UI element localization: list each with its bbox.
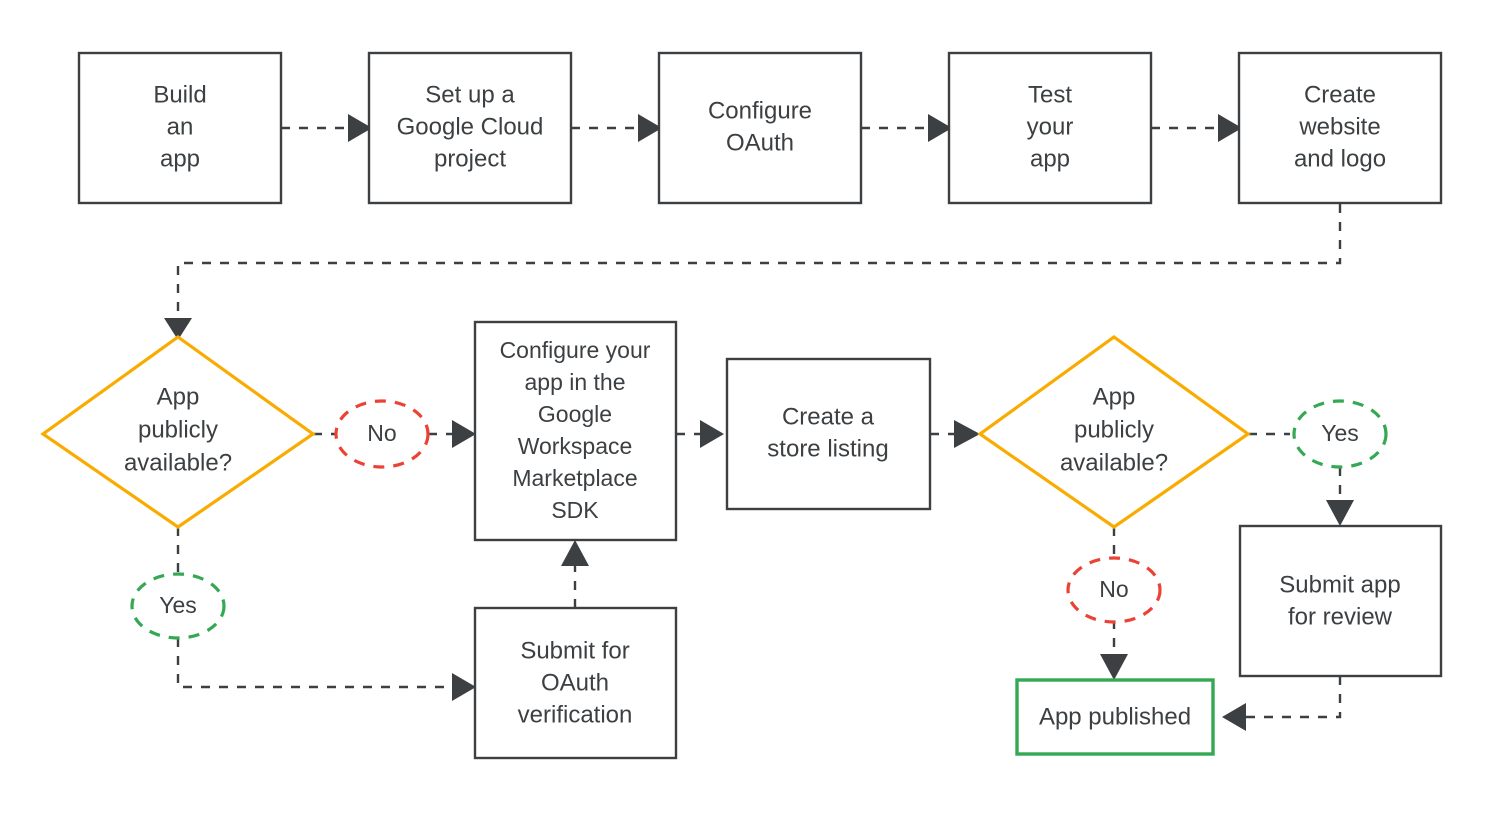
node-configure-oauth-line-1: Configure	[708, 97, 812, 124]
node-configure-sdk-line-3: Google	[538, 401, 612, 427]
node-test-app[interactable]: Test your app	[947, 51, 1153, 205]
node-create-website-line-1: Create	[1304, 81, 1376, 108]
node-submit-review-line-2: for review	[1288, 603, 1393, 630]
node-configure-sdk[interactable]: Configure your app in the Google Workspa…	[473, 320, 678, 542]
node-create-website-line-3: and logo	[1294, 145, 1386, 172]
node-decision-left-line-1: App	[157, 383, 200, 410]
edge-decision-right-yes-to-submit-review	[1248, 432, 1354, 526]
edge-test-app-to-create-website	[1151, 114, 1242, 142]
edge-decision-left-no-to-configure-sdk	[313, 420, 476, 448]
node-submit-review-line-1: Submit app	[1279, 571, 1400, 598]
node-submit-oauth-line-3: verification	[518, 701, 633, 728]
node-configure-sdk-line-1: Configure your	[500, 337, 651, 363]
node-store-listing[interactable]: Create a store listing	[725, 357, 932, 511]
node-build-app-line-3: app	[160, 145, 200, 172]
node-store-listing-line-1: Create a	[782, 403, 875, 430]
node-build-app[interactable]: Build an app	[77, 51, 283, 205]
edge-submit-review-to-app-published	[1222, 676, 1342, 731]
edge-submit-oauth-to-configure-sdk	[561, 540, 589, 608]
edge-label-left-no: No	[334, 399, 430, 469]
node-decision-right-line-3: available?	[1060, 449, 1168, 476]
node-test-app-line-3: app	[1030, 145, 1070, 172]
node-submit-oauth-line-1: Submit for	[520, 637, 629, 664]
node-decision-right-line-2: publicly	[1074, 416, 1154, 443]
node-create-website[interactable]: Create website and logo	[1237, 51, 1443, 205]
node-decision-right-line-1: App	[1093, 383, 1136, 410]
node-app-published[interactable]: App published	[1015, 678, 1215, 756]
node-configure-sdk-line-4: Workspace	[518, 433, 633, 459]
node-decision-left-line-2: publicly	[138, 416, 218, 443]
edge-label-left-yes-text: Yes	[159, 592, 197, 618]
node-store-listing-line-2: store listing	[767, 435, 888, 462]
node-build-app-line-1: Build	[153, 81, 206, 108]
node-decision-left[interactable]: App publicly available?	[40, 335, 316, 529]
edge-create-website-to-decision-left	[164, 204, 1342, 340]
node-configure-sdk-line-2: app in the	[524, 369, 625, 395]
edge-decision-right-no-to-app-published	[1100, 527, 1128, 680]
node-test-app-line-1: Test	[1028, 81, 1072, 108]
node-decision-left-line-3: available?	[124, 449, 232, 476]
node-create-website-line-2: website	[1298, 113, 1380, 140]
node-gcp-project-line-1: Set up a	[425, 81, 515, 108]
node-app-published-label: App published	[1039, 703, 1191, 730]
edge-store-listing-to-decision-right	[930, 420, 980, 448]
node-submit-oauth[interactable]: Submit for OAuth verification	[473, 606, 678, 760]
edge-label-left-no-text: No	[367, 420, 396, 446]
edge-label-right-yes: Yes	[1292, 399, 1388, 469]
node-gcp-project-line-2: Google Cloud	[397, 113, 544, 140]
node-decision-right[interactable]: App publicly available?	[977, 335, 1251, 529]
node-submit-oauth-line-2: OAuth	[541, 669, 609, 696]
edge-build-app-to-gcp-project	[281, 114, 372, 142]
edge-configure-oauth-to-test-app	[861, 114, 952, 142]
edge-configure-sdk-to-store-listing	[676, 420, 724, 448]
edge-label-left-yes: Yes	[130, 572, 226, 640]
edge-label-right-no-text: No	[1099, 576, 1128, 602]
node-test-app-line-2: your	[1027, 113, 1074, 140]
node-gcp-project[interactable]: Set up a Google Cloud project	[367, 51, 573, 205]
node-submit-review[interactable]: Submit app for review	[1238, 524, 1443, 678]
node-configure-sdk-line-5: Marketplace	[512, 465, 637, 491]
node-gcp-project-line-3: project	[434, 145, 506, 172]
node-configure-sdk-line-6: SDK	[551, 497, 599, 523]
node-configure-oauth[interactable]: Configure OAuth	[657, 51, 863, 205]
edge-decision-left-yes-to-submit-oauth	[176, 527, 476, 701]
node-build-app-line-2: an	[167, 113, 194, 140]
edge-gcp-project-to-configure-oauth	[571, 114, 662, 142]
node-configure-oauth-line-2: OAuth	[726, 129, 794, 156]
edge-label-right-yes-text: Yes	[1321, 420, 1359, 446]
edge-label-right-no: No	[1066, 556, 1162, 624]
